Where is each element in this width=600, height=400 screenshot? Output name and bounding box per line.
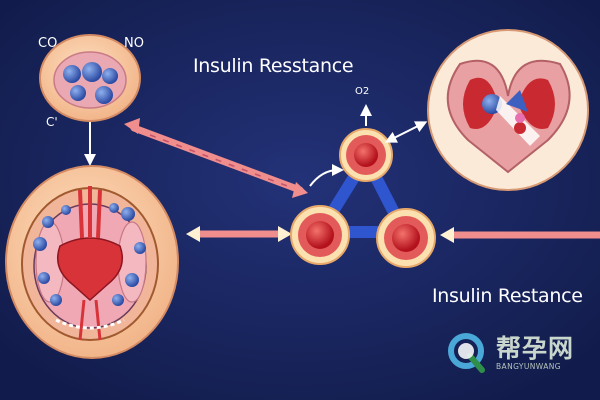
label-no: NO xyxy=(124,36,144,51)
watermark-name: 帮孕网 xyxy=(496,334,575,363)
label-o2: O2 xyxy=(355,86,370,97)
label-c-mark: C' xyxy=(46,115,58,129)
right-horizontal-arrow xyxy=(440,227,600,243)
heart-cross-section xyxy=(427,29,589,191)
watermark-logo xyxy=(448,333,485,373)
watermark-subtitle: BANGYUNWANG xyxy=(496,362,561,371)
watermark: 帮孕网 BANGYUNWANG xyxy=(446,327,586,377)
large-organ-illustration xyxy=(5,165,179,359)
blood-cell-triangle xyxy=(290,128,436,268)
curved-white-arrow xyxy=(309,164,344,187)
double-arrow xyxy=(384,121,428,143)
title-insulin-resstance: Insulin Resstance xyxy=(193,55,354,77)
left-horizontal-arrow xyxy=(186,226,292,242)
label-co: CO xyxy=(38,36,58,51)
title-insulin-restance: Insulin Restance xyxy=(432,285,583,307)
small-organ-illustration xyxy=(39,34,141,122)
diagonal-pink-arrow xyxy=(124,118,308,198)
